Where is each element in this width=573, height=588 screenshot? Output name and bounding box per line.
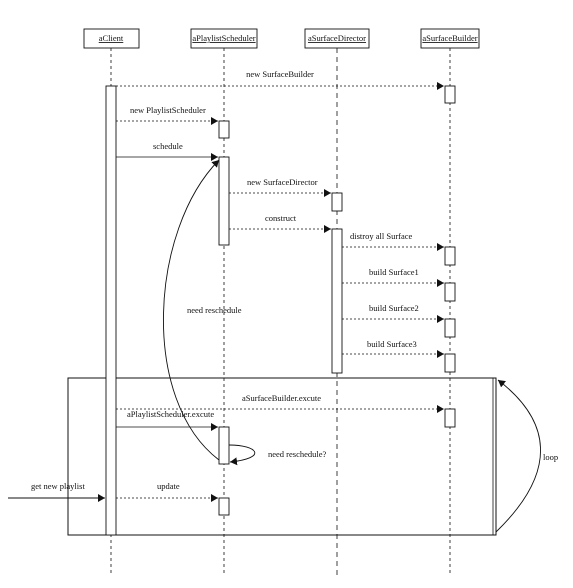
note-need-reschedule: need reschedule: [163, 159, 242, 461]
message-build-surface-3: build Surface3: [342, 339, 444, 358]
activation-scheduler-2: [218, 156, 230, 246]
participant-builder: aSurfaceBuilder: [420, 28, 480, 49]
participant-scheduler-label: aPlaylistScheduler: [192, 33, 255, 43]
message-label: construct: [265, 213, 297, 223]
activation-scheduler-3: [218, 426, 230, 465]
participant-builder-label: aSurfaceBuilder: [422, 33, 477, 43]
participant-scheduler: aPlaylistScheduler: [190, 28, 258, 49]
participant-director-label: aSurfaceDirector: [308, 33, 366, 43]
message-playlist-scheduler-excute: aPlaylistScheduler.excute: [116, 409, 218, 431]
message-surface-builder-excute: aSurfaceBuilder.excute: [116, 393, 444, 413]
message-label: new SurfaceDirector: [247, 177, 318, 187]
activation-builder-4: [444, 318, 456, 338]
loop-frame: [67, 377, 497, 536]
activation-builder-6: [444, 408, 456, 428]
message-label: new PlaylistScheduler: [130, 105, 206, 115]
note-need-reschedule-question: need reschedule?: [228, 444, 327, 466]
participant-client: aClient: [83, 28, 140, 49]
message-label: schedule: [153, 141, 183, 151]
activation-builder-2: [444, 246, 456, 266]
message-label: aSurfaceBuilder.excute: [242, 393, 321, 403]
message-construct: construct: [229, 213, 331, 233]
message-label: distroy all Surface: [350, 231, 413, 241]
activation-builder-3: [444, 282, 456, 302]
message-update: update: [116, 481, 218, 502]
activation-director-1: [331, 192, 343, 212]
activation-scheduler-4: [218, 497, 230, 516]
message-new-surface-director: new SurfaceDirector: [229, 177, 331, 197]
participant-client-label: aClient: [99, 33, 124, 43]
message-build-surface-2: build Surface2: [342, 303, 444, 323]
note-need-reschedule-question-label: need reschedule?: [268, 449, 327, 459]
message-label: build Surface1: [369, 267, 419, 277]
message-label: build Surface2: [369, 303, 419, 313]
message-distroy-all-surface: distroy all Surface: [342, 231, 444, 251]
activation-builder-5: [444, 353, 456, 373]
loop-arc: [495, 379, 541, 533]
message-schedule: schedule: [116, 141, 218, 161]
message-label: new SurfaceBuilder: [246, 69, 314, 79]
message-label: build Surface3: [367, 339, 417, 349]
message-new-surface-builder: new SurfaceBuilder: [116, 69, 444, 90]
message-label: get new playlist: [31, 481, 85, 491]
activation-client: [105, 85, 117, 536]
participant-director: aSurfaceDirector: [304, 28, 370, 49]
activation-builder-1: [444, 85, 456, 104]
note-need-reschedule-label: need reschedule: [187, 305, 242, 315]
message-label: update: [157, 481, 180, 491]
message-get-new-playlist: get new playlist: [8, 481, 105, 502]
message-label: aPlaylistScheduler.excute: [127, 409, 214, 419]
activation-director-2: [331, 228, 343, 374]
message-new-playlist-scheduler: new PlaylistScheduler: [116, 105, 218, 125]
activation-scheduler-1: [218, 120, 230, 139]
message-build-surface-1: build Surface1: [342, 267, 444, 287]
loop-label: loop: [543, 452, 558, 462]
